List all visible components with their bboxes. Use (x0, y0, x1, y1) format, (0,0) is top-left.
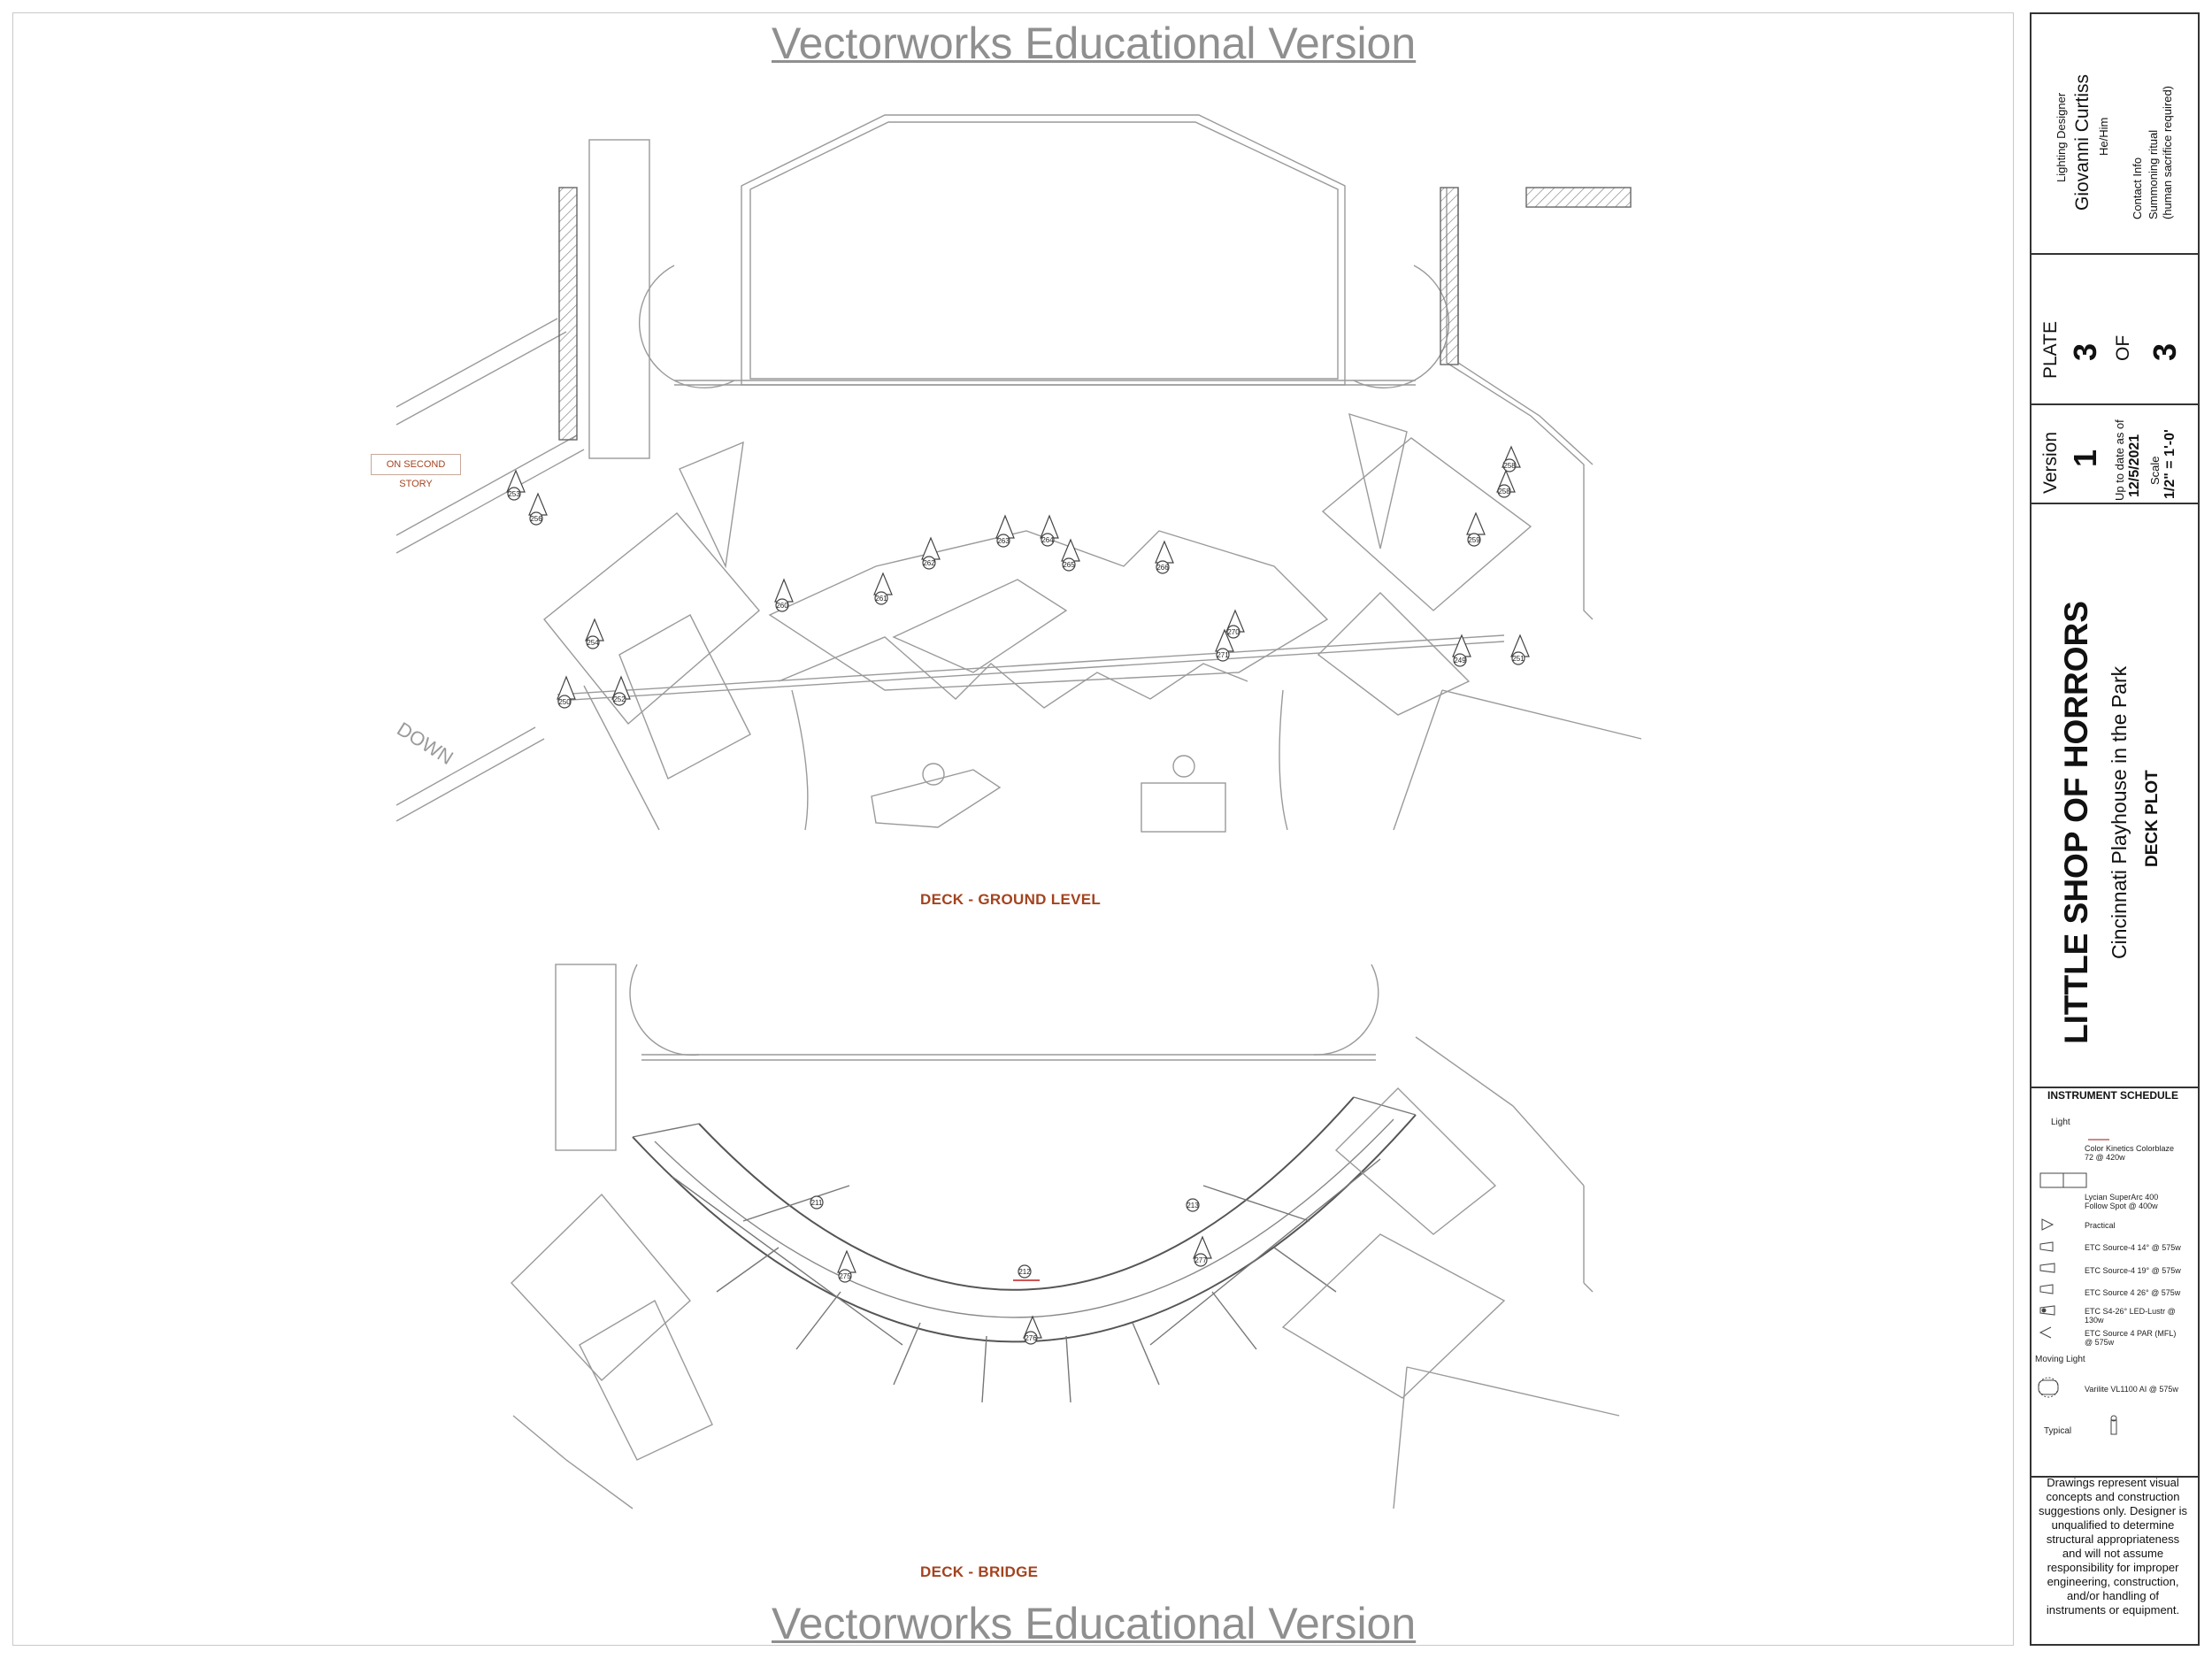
unit-275: 275 (839, 1272, 851, 1280)
watermark-top: Vectorworks Educational Version (772, 19, 1417, 68)
unit-260: 260 (776, 602, 788, 610)
ground-level-title: DECK - GROUND LEVEL (920, 891, 1102, 908)
unit-252: 252 (613, 695, 626, 703)
revision-date: 12/5/2021 (2127, 434, 2142, 497)
unit-211: 211 (811, 1199, 823, 1207)
schedule-item-s4-led: ETC S4-26° LED-Lustr @ 130w (2085, 1307, 2176, 1325)
version-number: 1 (2067, 449, 2103, 467)
unit-276: 276 (1025, 1334, 1037, 1342)
unit-251: 251 (1512, 655, 1525, 663)
watermark-bottom: Vectorworks Educational Version (772, 1599, 1417, 1648)
unit-250: 250 (558, 698, 571, 706)
disclaimer-text: Drawings represent visual concepts and c… (2038, 1476, 2188, 1617)
schedule-item-colorblaze: Color Kinetics Colorblaze 72 @ 420w (2085, 1144, 2175, 1162)
unit-263: 263 (997, 537, 1010, 545)
venue-name: Cincinnati Playhouse in the Park (2108, 665, 2131, 959)
schedule-item-s4-26: ETC Source 4 26° @ 575w (2085, 1288, 2181, 1297)
date-label: Up to date as of (2113, 419, 2126, 501)
schedule-typical-label: Typical (2044, 1426, 2072, 1436)
unit-256: 256 (530, 515, 542, 523)
plate-label: PLATE (2040, 321, 2061, 379)
show-section: LITTLE SHOP OF HORRORS Cincinnati Playho… (2032, 504, 2198, 1088)
unit-259: 259 (1468, 536, 1480, 544)
contact-line-2: (human sacrifice required) (2161, 85, 2174, 219)
scale-value: 1/2" = 1'-0' (2162, 429, 2177, 499)
unit-271: 271 (1217, 651, 1229, 659)
contact-line-1: Summoning ritual (2147, 129, 2160, 219)
unit-270: 270 (1227, 628, 1240, 636)
designer-pronouns: He/Him (2097, 117, 2110, 156)
title-block: Lighting Designer Giovanni Curtiss He/Hi… (2030, 12, 2200, 1646)
schedule-item-practical: Practical (2085, 1221, 2116, 1230)
designer-role: Lighting Designer (2055, 92, 2068, 182)
version-section: Version 1 Up to date as of 12/5/2021 Sca… (2032, 405, 2198, 504)
schedule-item-followspot: Lycian SuperArc 400 Follow Spot @ 400w (2085, 1193, 2159, 1210)
designer-name: Giovanni Curtiss (2072, 73, 2093, 211)
designer-section: Lighting Designer Giovanni Curtiss He/Hi… (2032, 14, 2198, 255)
schedule-item-s4-14: ETC Source-4 14° @ 575w (2085, 1243, 2181, 1252)
unit-265: 265 (1063, 561, 1075, 569)
schedule-item-s4-par: ETC Source 4 PAR (MFL) @ 575w (2085, 1329, 2177, 1347)
schedule-item-vl1100: Varilite VL1100 AI @ 575w (2085, 1385, 2178, 1394)
schedule-item-s4-19: ETC Source-4 19° @ 575w (2085, 1266, 2181, 1275)
scale-label: Scale (2148, 456, 2162, 485)
unit-labels: 253 256 254 250 252 260 261 262 263 264 … (508, 462, 1525, 1342)
drawing-sheet-border (12, 12, 2014, 1646)
unit-261: 261 (875, 595, 887, 603)
plate-number: 3 (2067, 342, 2103, 361)
sheet-name: DECK PLOT (2143, 770, 2162, 867)
show-title: LITTLE SHOP OF HORRORS (2058, 601, 2094, 1044)
unit-249: 249 (1454, 657, 1466, 664)
callout-second-story: ON SECOND STORY (371, 454, 461, 489)
plate-section: PLATE 3 OF 3 (2032, 255, 2198, 405)
schedule-symbols (2038, 1139, 2117, 1435)
plate-of-label: OF (2113, 334, 2133, 361)
unit-212: 212 (1018, 1268, 1031, 1276)
unit-264: 264 (1041, 536, 1054, 544)
unit-266: 266 (1156, 564, 1169, 572)
unit-277: 277 (1194, 1256, 1207, 1264)
schedule-moving-header: Moving Light (2035, 1355, 2085, 1364)
version-label: Version (2040, 431, 2061, 494)
unit-254: 254 (587, 639, 599, 647)
plate-total: 3 (2147, 342, 2183, 361)
schedule-title: INSTRUMENT SCHEDULE (2047, 1089, 2178, 1102)
bridge-plan (511, 964, 1620, 1509)
unit-213: 213 (1187, 1202, 1199, 1210)
unit-258-b: 258 (1498, 488, 1510, 495)
schedule-light-header: Light (2051, 1118, 2070, 1127)
ground-level-plan: DOWN (393, 114, 1642, 833)
instrument-schedule (2032, 1088, 2198, 1478)
unit-262: 262 (923, 559, 935, 567)
unit-258-a: 258 (1503, 462, 1516, 470)
unit-253: 253 (508, 490, 520, 498)
contact-label: Contact Info (2131, 157, 2144, 219)
bridge-title: DECK - BRIDGE (920, 1563, 1039, 1580)
